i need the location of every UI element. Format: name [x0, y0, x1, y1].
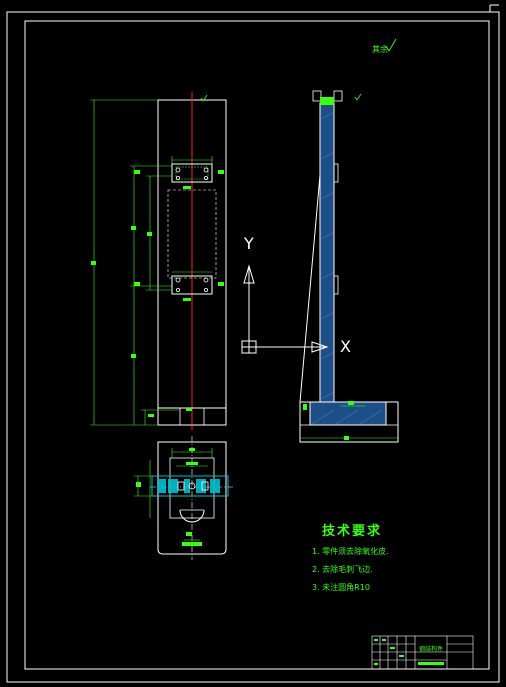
roughness-note: 其余 — [372, 45, 388, 54]
ucs-y-label: Y — [244, 234, 254, 253]
section-band — [151, 475, 229, 497]
technical-requirement-item: 1. 零件须去除氧化皮. — [312, 547, 389, 556]
title-block-name: 钢结构件 — [419, 646, 444, 653]
top-view — [134, 436, 234, 560]
side-view — [299, 90, 399, 443]
roughness-symbol — [385, 38, 397, 52]
ucs-icon — [241, 264, 329, 354]
technical-requirement-item: 2. 去除毛刺飞边. — [312, 565, 373, 574]
front-view — [90, 92, 227, 430]
drawing-frame — [24, 20, 490, 670]
semicircle-cutout — [179, 509, 205, 523]
upper-plate — [171, 163, 213, 183]
rib — [299, 174, 321, 403]
technical-requirement-item: 3. 未注圆角R10 — [312, 583, 370, 592]
ucs-x-label: X — [340, 337, 351, 356]
sheet-border — [6, 11, 500, 683]
top-view-outline — [157, 441, 227, 555]
column-section — [309, 102, 387, 426]
lower-plate — [171, 275, 213, 295]
title-block — [371, 635, 474, 670]
technical-requirements-title: 技术要求 — [322, 524, 383, 539]
